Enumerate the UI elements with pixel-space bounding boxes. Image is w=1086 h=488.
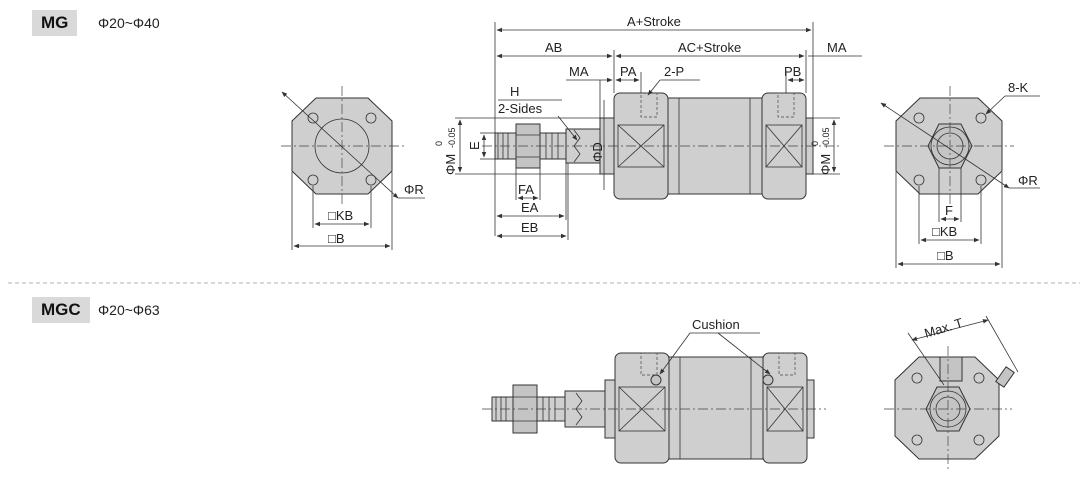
dim-phi-r-left: ΦR bbox=[404, 182, 424, 197]
mg-rod-end-view: ΦR □KB □B bbox=[281, 86, 425, 250]
tol-lower-right: -0.05 bbox=[821, 127, 831, 148]
dim-pb: PB bbox=[784, 64, 801, 79]
model-badge-mg: MG bbox=[32, 10, 78, 36]
mgc-side-view: Cushion bbox=[482, 317, 826, 464]
dim-phi-r-right: ΦR bbox=[1018, 173, 1038, 188]
dim-fa: FA bbox=[518, 182, 534, 197]
tol-lower-left: -0.05 bbox=[447, 127, 457, 148]
dim-ma-left: MA bbox=[569, 64, 589, 79]
label-cushion: Cushion bbox=[692, 317, 740, 332]
dim-phi-m-right: ΦM bbox=[818, 154, 833, 175]
dim-max-t: Max. T bbox=[922, 315, 964, 341]
dim-8k: 8-K bbox=[1008, 80, 1029, 95]
dim-f: F bbox=[945, 203, 953, 218]
dim-phi-d: ΦD bbox=[590, 142, 605, 162]
dim-kb-left: □KB bbox=[328, 208, 353, 223]
bore-range-mg: Φ20~Φ40 bbox=[98, 15, 160, 31]
dim-ac-stroke: AC+Stroke bbox=[678, 40, 741, 55]
dim-eb: EB bbox=[521, 220, 538, 235]
dim-e: E bbox=[467, 141, 482, 150]
mgc-end-view: Max. T bbox=[884, 315, 1019, 470]
mg-side-view: A+Stroke AB AC+Stroke MA MA PA 2-P PB H … bbox=[434, 14, 862, 240]
dim-pa: PA bbox=[620, 64, 637, 79]
dim-h: H bbox=[510, 84, 519, 99]
bore-range-mgc: Φ20~Φ63 bbox=[98, 302, 160, 318]
dim-2-sides: 2-Sides bbox=[498, 101, 543, 116]
dim-phi-m-left: ΦM bbox=[443, 154, 458, 175]
dim-ab: AB bbox=[545, 40, 562, 55]
dim-b-right: □B bbox=[937, 248, 954, 263]
dim-a-stroke: A+Stroke bbox=[627, 14, 681, 29]
tol-upper-left: 0 bbox=[434, 141, 444, 146]
mg-head-end-view: ΦR 8-K F □KB □B bbox=[880, 80, 1040, 268]
dim-kb-right: □KB bbox=[932, 224, 957, 239]
dim-ea: EA bbox=[521, 200, 539, 215]
model-badge-mgc: MGC bbox=[32, 297, 90, 323]
dim-b-left: □B bbox=[328, 231, 345, 246]
dim-2p: 2-P bbox=[664, 64, 684, 79]
tol-upper-right: 0 bbox=[810, 141, 820, 146]
dim-ma-right: MA bbox=[827, 40, 847, 55]
